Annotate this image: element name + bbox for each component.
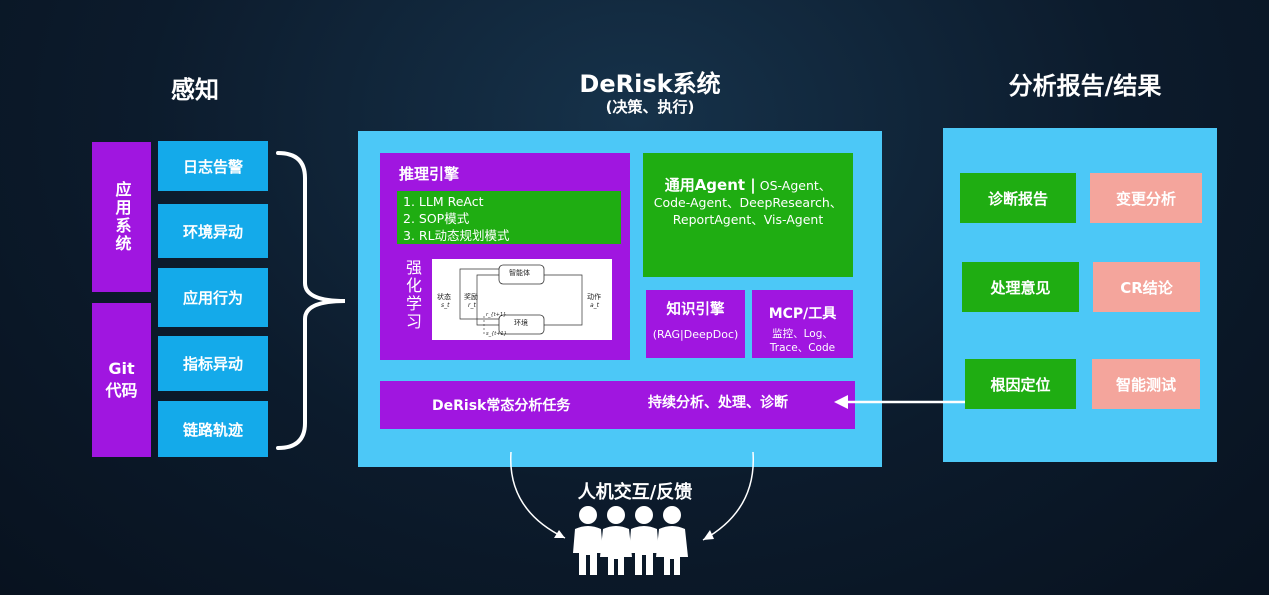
perception-item-app-behavior: 应用行为: [158, 268, 268, 327]
reasoning-engine-title: 推理引擎: [399, 165, 460, 183]
git-code-label: Git代码: [102, 358, 142, 402]
perception-item-metric-change: 指标异动: [158, 336, 268, 391]
mcp-tools-line2: Trace、Code: [769, 342, 836, 354]
knowledge-engine-desc: (RAG|DeepDoc): [652, 328, 739, 341]
general-agent-list-3: ReportAgent、Vis-Agent: [672, 212, 824, 227]
rl-label: 强化学习: [403, 259, 422, 331]
perception-title: 感知: [171, 76, 219, 104]
feedback-arrows: [510, 451, 754, 541]
task-bar-left: DeRisk常态分析任务: [432, 398, 571, 414]
knowledge-engine-title: 知识引擎: [666, 302, 725, 318]
rl-reward-symbol: r_t: [468, 302, 476, 309]
reasoning-mode-1: 1. LLM ReAct: [403, 194, 484, 209]
reasoning-engine-box: 推理引擎 1. LLM ReAct 2. SOP模式 3. RL动态规划模式 强…: [380, 153, 630, 360]
feedback-label: 人机交互/反馈: [577, 482, 693, 503]
app-system-box: 应用系统: [92, 142, 151, 292]
task-bar-right: 持续分析、处理、诊断: [648, 395, 788, 411]
general-agent-box: 通用Agent | OS-Agent、 Code-Agent、DeepResea…: [643, 153, 853, 277]
general-agent-text: 通用Agent | OS-Agent、 Code-Agent、DeepResea…: [649, 177, 847, 228]
rl-state-symbol: s_t: [441, 302, 450, 309]
rl-action-symbol: a_t: [590, 302, 600, 309]
task-bar: DeRisk常态分析任务 持续分析、处理、诊断: [380, 381, 855, 429]
rl-state-label: 状态: [437, 293, 451, 301]
result-diagnosis-report: 诊断报告: [960, 173, 1076, 223]
brace-connector: [276, 151, 346, 450]
general-agent-list-2: Code-Agent、DeepResearch、: [653, 195, 843, 210]
knowledge-engine-box: 知识引擎 (RAG|DeepDoc): [646, 290, 745, 358]
people-icon: [573, 506, 688, 575]
perception-item-env-change: 环境异动: [158, 204, 268, 258]
rl-reward-label: 奖励: [464, 293, 478, 301]
result-smart-testing: 智能测试: [1092, 359, 1200, 409]
rl-diagram: 智能体 环境 状态 s_t 奖励 r_t 动作 a_t r_{t+1} s_{t…: [432, 259, 612, 340]
reasoning-mode-3: 3. RL动态规划模式: [403, 228, 510, 243]
general-agent-title: 通用Agent |: [664, 176, 756, 194]
reasoning-mode-2: 2. SOP模式: [403, 211, 470, 226]
rl-next-state: s_{t+1}: [486, 331, 507, 337]
reasoning-modes-box: 1. LLM ReAct 2. SOP模式 3. RL动态规划模式: [397, 191, 621, 244]
mcp-tools-box: MCP/工具 监控、Log、 Trace、Code: [752, 290, 853, 358]
perception-item-log-alert: 日志告警: [158, 141, 268, 191]
app-system-label: 应用系统: [112, 181, 132, 253]
report-title: 分析报告/结果: [1008, 72, 1162, 100]
rl-diagram-svg: [459, 264, 583, 335]
root-cause-arrow: [834, 395, 965, 409]
rl-agent-label: 智能体: [509, 269, 530, 277]
result-handling-advice: 处理意见: [962, 262, 1079, 312]
rl-next-reward: r_{t+1}: [486, 312, 507, 318]
general-agent-list-1: OS-Agent、: [759, 178, 832, 193]
result-cr-conclusion: CR结论: [1093, 262, 1200, 312]
git-code-text: Git代码: [105, 359, 138, 400]
result-change-analysis: 变更分析: [1090, 173, 1202, 223]
git-code-box: Git代码: [92, 303, 151, 457]
rl-env-label: 环境: [514, 319, 528, 327]
system-title: DeRisk系统: [579, 70, 721, 98]
system-subtitle: (决策、执行): [605, 98, 695, 116]
rl-action-label: 动作: [587, 293, 601, 301]
mcp-tools-line1: 监控、Log、: [772, 328, 833, 340]
result-root-cause: 根因定位: [965, 359, 1076, 409]
mcp-tools-title: MCP/工具: [768, 306, 837, 322]
perception-item-trace: 链路轨迹: [158, 401, 268, 457]
